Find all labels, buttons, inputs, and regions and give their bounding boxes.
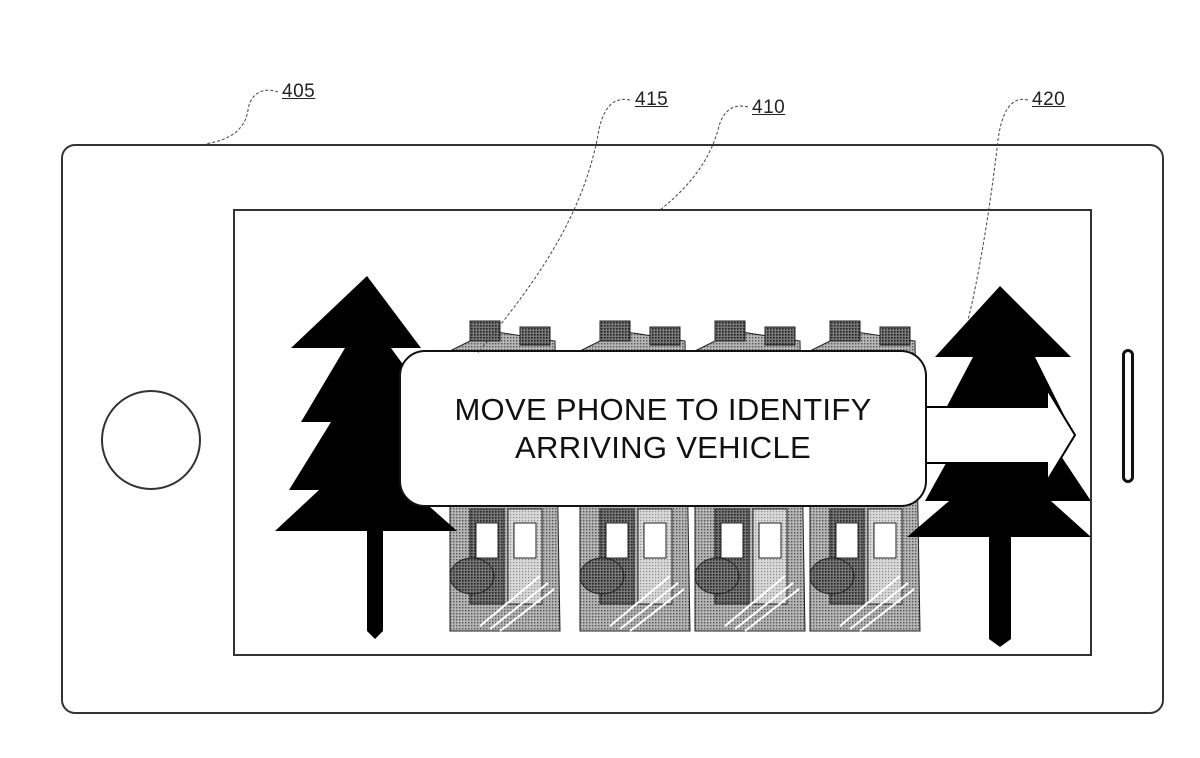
right-arrow-icon — [924, 385, 1077, 485]
left-tree-icon — [275, 276, 457, 639]
side-button[interactable] — [1122, 349, 1134, 483]
message-line-2: ARRIVING VEHICLE — [515, 429, 811, 465]
home-button[interactable] — [101, 390, 201, 490]
message-line-1: MOVE PHONE TO IDENTIFY — [454, 391, 872, 427]
instruction-message: MOVE PHONE TO IDENTIFY ARRIVING VEHICLE — [399, 350, 927, 507]
reference-label-410: 410 — [752, 97, 786, 118]
reference-label-420: 420 — [1032, 89, 1066, 110]
right-tree-icon — [907, 286, 1090, 647]
reference-label-415: 415 — [635, 89, 669, 110]
reference-label-405: 405 — [282, 81, 316, 102]
leader-line-405 — [204, 89, 279, 145]
